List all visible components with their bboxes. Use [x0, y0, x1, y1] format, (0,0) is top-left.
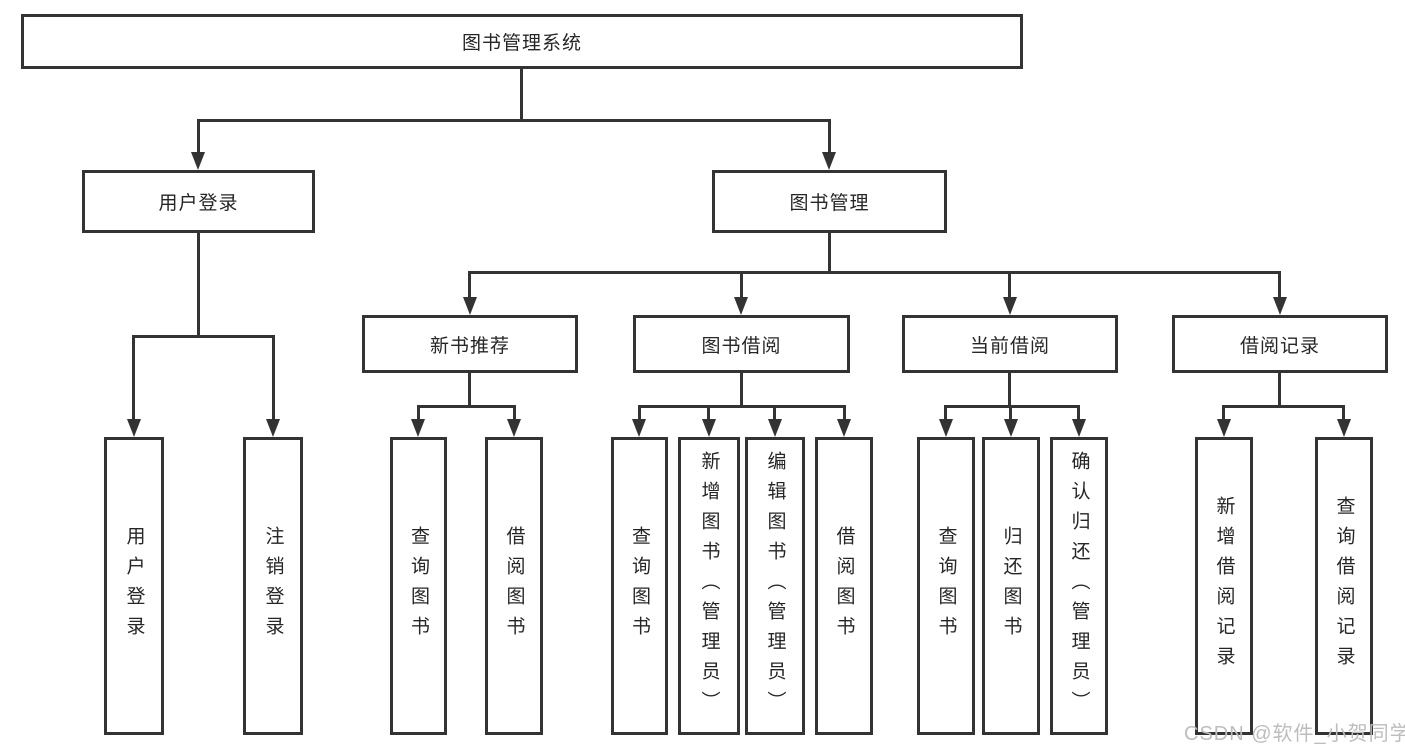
- connector-line: [1077, 405, 1080, 421]
- arrow-down-icon: [632, 419, 646, 437]
- connector-line: [513, 405, 516, 421]
- connector-line: [417, 405, 516, 408]
- node-label: 确认归还（管理员）: [1068, 451, 1090, 721]
- node-add-books-admin: 新增图书（管理员）: [678, 437, 740, 735]
- arrow-down-icon: [734, 297, 748, 315]
- connector-line: [468, 271, 1281, 274]
- node-borrow-books-2: 借阅图书: [815, 437, 873, 735]
- node-current-borrowing: 当前借阅: [902, 315, 1118, 373]
- connector-line: [132, 335, 135, 421]
- connector-line: [773, 405, 776, 421]
- connector-line: [468, 271, 471, 299]
- node-label: 查询借阅记录: [1333, 496, 1355, 676]
- node-logout: 注销登录: [243, 437, 303, 735]
- node-label: 新增图书（管理员）: [698, 451, 720, 721]
- node-label: 编辑图书（管理员）: [764, 451, 786, 721]
- connector-line: [272, 335, 275, 421]
- connector-line: [828, 119, 831, 154]
- arrow-down-icon: [837, 419, 851, 437]
- node-library-system: 图书管理系统: [21, 14, 1023, 69]
- arrow-down-icon: [1072, 419, 1086, 437]
- arrow-down-icon: [702, 419, 716, 437]
- node-label: 用户登录: [123, 526, 145, 646]
- node-label: 归还图书: [1000, 526, 1022, 646]
- arrow-down-icon: [1217, 419, 1231, 437]
- arrow-down-icon: [127, 419, 141, 437]
- watermark-csdn: CSDN @软件_小贺同学: [1184, 723, 1405, 745]
- connector-line: [1008, 271, 1011, 299]
- node-label: 借阅图书: [503, 526, 525, 646]
- node-label: 注销登录: [262, 526, 284, 646]
- node-label: 借阅图书: [833, 526, 855, 646]
- connector-line: [740, 271, 743, 299]
- connector-line: [197, 119, 200, 154]
- node-borrow-books-1: 借阅图书: [485, 437, 543, 735]
- node-borrowing-records: 借阅记录: [1172, 315, 1388, 373]
- node-confirm-return-admin: 确认归还（管理员）: [1050, 437, 1108, 735]
- node-label: 查询图书: [408, 526, 429, 646]
- node-query-books-3: 查询图书: [917, 437, 975, 735]
- arrow-down-icon: [411, 419, 425, 437]
- connector-line: [1009, 405, 1012, 421]
- arrow-down-icon: [1003, 297, 1017, 315]
- connector-line: [468, 373, 471, 408]
- node-query-books-2: 查询图书: [611, 437, 668, 735]
- arrow-down-icon: [822, 152, 836, 170]
- connector-line: [1278, 271, 1281, 299]
- node-return-books: 归还图书: [982, 437, 1040, 735]
- connector-line: [1222, 405, 1225, 421]
- arrow-down-icon: [768, 419, 782, 437]
- node-new-book-recommend: 新书推荐: [362, 315, 578, 373]
- connector-line: [843, 405, 846, 421]
- node-label: 新增借阅记录: [1213, 496, 1235, 676]
- connector-line: [132, 335, 275, 338]
- arrow-down-icon: [463, 297, 477, 315]
- node-add-borrow-record: 新增借阅记录: [1195, 437, 1253, 735]
- arrow-down-icon: [1004, 419, 1018, 437]
- arrow-down-icon: [191, 152, 205, 170]
- node-user-login-leaf: 用户登录: [104, 437, 164, 735]
- arrow-down-icon: [1337, 419, 1351, 437]
- node-edit-books-admin: 编辑图书（管理员）: [745, 437, 805, 735]
- node-query-books-1: 查询图书: [390, 437, 447, 735]
- connector-line: [1342, 405, 1345, 421]
- connector-line: [1222, 405, 1345, 408]
- node-book-borrowing: 图书借阅: [633, 315, 850, 373]
- arrow-down-icon: [507, 419, 521, 437]
- node-book-management: 图书管理: [712, 170, 947, 233]
- connector-line: [1008, 373, 1011, 408]
- connector-line: [520, 66, 523, 120]
- node-label: 查询图书: [629, 526, 650, 646]
- arrow-down-icon: [1273, 297, 1287, 315]
- connector-line: [828, 233, 831, 274]
- node-label: 查询图书: [935, 526, 957, 646]
- connector-line: [638, 405, 641, 421]
- node-query-borrow-record: 查询借阅记录: [1315, 437, 1373, 735]
- connector-line: [1278, 373, 1281, 408]
- connector-line: [944, 405, 1080, 408]
- arrow-down-icon: [939, 419, 953, 437]
- arrow-down-icon: [266, 419, 280, 437]
- connector-line: [944, 405, 947, 421]
- connector-line: [417, 405, 420, 421]
- connector-line: [638, 405, 846, 408]
- connector-line: [197, 119, 831, 122]
- connector-line: [740, 373, 743, 408]
- connector-line: [707, 405, 710, 421]
- connector-line: [197, 233, 200, 338]
- node-user-login: 用户登录: [82, 170, 315, 233]
